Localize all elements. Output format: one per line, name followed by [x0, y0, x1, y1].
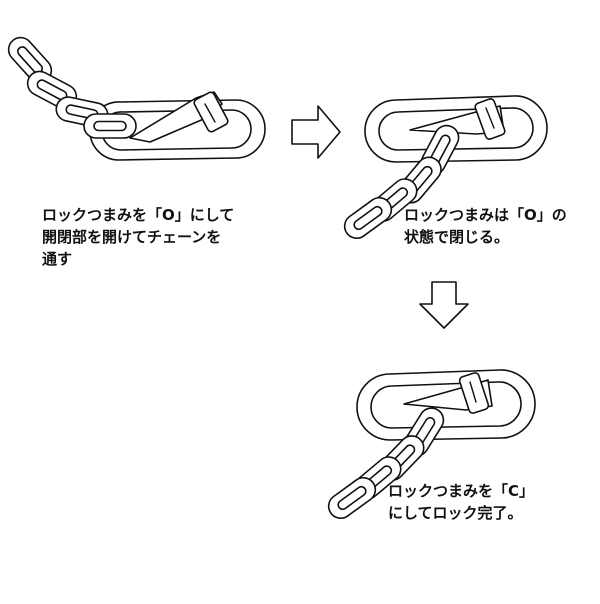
step1-caption: ロックつまみを「O」にして 開閉部を開けてチェーンを 通す	[42, 204, 234, 270]
step1-chain	[2, 31, 137, 139]
step1-illustration	[2, 31, 266, 161]
arrow-right-icon	[291, 105, 341, 159]
arrow-down-icon	[419, 281, 469, 329]
step1-caption-line: ロックつまみを「O」にして	[42, 206, 235, 224]
step3-caption-line: ロックつまみを「C」	[388, 482, 535, 500]
step3-illustration	[323, 369, 536, 524]
step1-lock-knob-icon	[193, 91, 229, 133]
step2-caption-line: 状態で閉じる。	[404, 228, 510, 246]
step2-illustration	[339, 95, 548, 244]
step3-caption-line: にしてロック完了。	[388, 504, 523, 522]
step1-caption-line: 開閉部を開けてチェーンを	[42, 228, 222, 246]
step2-caption-line: ロックつまみは「O」の	[404, 206, 567, 224]
step3-caption: ロックつまみを「C」 にしてロック完了。	[388, 480, 534, 524]
step1-caption-line: 通す	[42, 250, 73, 268]
step2-caption: ロックつまみは「O」の 状態で閉じる。	[404, 204, 567, 248]
